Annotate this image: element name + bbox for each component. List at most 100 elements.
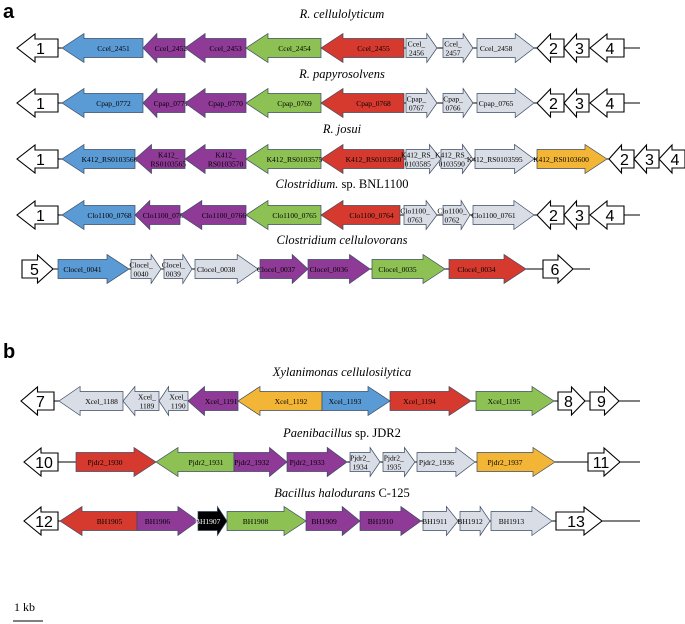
gene-arrow: Clo1100_0767 — [134, 199, 187, 231]
gene-arrow: Clocel_0038 — [194, 253, 259, 285]
gene-arrow: Pjdr2_1934 — [349, 446, 381, 478]
gene-arrow-shape — [403, 199, 438, 231]
gene-arrow-shape — [58, 385, 124, 417]
gene-arrow: K412_RS0103600 — [533, 143, 608, 175]
gene-arrow: Ccel_2452 — [142, 32, 188, 64]
gene-label: Xcel_1188 — [85, 397, 118, 406]
scale-bar-label: 1 kb — [14, 600, 35, 614]
gene-arrow: Clo1100_0762 — [437, 199, 471, 231]
flanking-arrow-shape — [589, 199, 625, 231]
organism-name-part: Clostridium cellulovorans — [277, 233, 408, 247]
flanking-arrow-shape — [542, 253, 574, 285]
gene-arrow: Cpap_0767 — [405, 87, 438, 119]
flanking-gene-arrow: 4 — [658, 143, 685, 175]
gene-label: Pjdr2_1930 — [87, 458, 122, 467]
organism-name: Xylanimonas cellulosilytica — [272, 365, 412, 379]
gene-arrow: Ccel_2456 — [405, 32, 438, 64]
gene-label-line: Xcel_ — [169, 393, 187, 402]
organism-name-part: R. josui — [322, 122, 362, 136]
flanking-arrow-shape — [563, 87, 590, 119]
gene-arrow-shape — [349, 446, 381, 478]
gene-arrow-shape — [440, 143, 474, 175]
gene-label: Ccel_2452 — [155, 44, 188, 53]
gene-label: Pjdr2_1937 — [487, 458, 522, 467]
gene-arrow: Pjdr2_1933 — [286, 446, 348, 478]
gene-arrow-shape — [382, 446, 416, 478]
gene-label: Cpap_0765 — [479, 99, 514, 108]
gene-label: Xcel_1193 — [329, 397, 362, 406]
gene-arrow-shape — [416, 446, 476, 478]
gene-label-line: Cpap_ — [407, 95, 427, 104]
gene-label: K412_RS0103575 — [267, 155, 323, 164]
gene-arrow-shape — [75, 446, 157, 478]
gene-arrow: Cpap_0771 — [142, 87, 189, 119]
gene-label-line: Cpap_ — [443, 95, 463, 104]
flanking-arrow-shape — [589, 87, 625, 119]
gene-arrow-shape — [233, 446, 288, 478]
gene-arrow: Pjdr2_1936 — [416, 446, 476, 478]
gene-label-line: Clo1100_ — [437, 207, 467, 216]
gene-label-line: 0040 — [134, 270, 149, 279]
gene-label-line: 0766 — [446, 104, 461, 113]
flanking-gene-arrow: 2 — [608, 143, 635, 175]
gene-label: Pjdr2_1931 — [188, 458, 223, 467]
gene-arrow-shape — [187, 385, 239, 417]
gene-arrow: K412_RS0103560 — [61, 143, 138, 175]
gene-label: Xcel_1195 — [488, 397, 521, 406]
flanking-arrow-shape — [633, 143, 660, 175]
gene-arrow: K412_RS_0103590 — [435, 143, 474, 175]
gene-arrow-shape — [320, 87, 405, 119]
gene-arrow: Clo1100_0766 — [179, 199, 247, 231]
gene-label: BH1910 — [368, 517, 394, 526]
gene-arrow: Clo1100_0764 — [320, 199, 401, 231]
gene-arrow: Xcel_1188 — [58, 385, 124, 417]
flanking-gene-number: 1 — [36, 96, 45, 113]
flanking-gene-number: 12 — [35, 514, 53, 531]
gene-arrow: BH1912 — [457, 505, 491, 537]
gene-label: Pjdr2_1933 — [290, 458, 325, 467]
gene-arrow-shape — [179, 199, 247, 231]
organism-name: R. cellulolyticum — [299, 7, 385, 21]
flanking-arrow-shape — [557, 385, 586, 417]
flanking-gene-number: 4 — [606, 208, 615, 225]
flanking-arrow-shape — [16, 199, 59, 231]
gene-arrow: Ccel_2458 — [476, 32, 535, 64]
gene-arrow: BH1906 — [136, 505, 199, 537]
gene-arrow-shape — [245, 199, 322, 231]
flanking-gene-arrow: 1 — [16, 32, 59, 64]
gene-arrow-shape — [405, 143, 442, 175]
gene-label: Pjdr2_1932 — [234, 458, 269, 467]
gene-label-line: Pjdr2_ — [350, 454, 370, 463]
flanking-gene-number: 10 — [35, 455, 53, 472]
gene-label: Cpap_0772 — [96, 99, 131, 108]
gene-label-line: 1935 — [386, 463, 401, 472]
gene-arrow-shape — [61, 143, 136, 175]
gene-arrow: Xcel_1191 — [187, 385, 239, 417]
flanking-arrow-shape — [536, 199, 565, 231]
gene-arrow: Pjdr2_1932 — [233, 446, 288, 478]
gene-arrow: Cpap_0766 — [442, 87, 474, 119]
flanking-gene-arrow: 11 — [587, 446, 621, 478]
flanking-gene-arrow: 8 — [557, 385, 586, 417]
gene-arrow-shape — [245, 87, 322, 119]
gene-label: BH1906 — [145, 517, 171, 526]
flanking-gene-number: 2 — [549, 41, 558, 58]
gene-label-line: 2457 — [446, 49, 461, 58]
gene-arrow-shape — [371, 253, 446, 285]
panel-label-a: a — [3, 1, 15, 23]
gene-label-line: K412_ — [158, 151, 179, 160]
flanking-gene-number: 3 — [575, 96, 584, 113]
flanking-gene-number: 2 — [620, 152, 629, 169]
gene-label: K412_RS0103580 — [346, 155, 402, 164]
gene-arrow: Clocel_0041 — [57, 253, 130, 285]
gene-label: Cpap_0771 — [154, 99, 189, 108]
flanking-gene-number: 2 — [549, 96, 558, 113]
gene-label-line: K412_ — [215, 151, 236, 160]
gene-arrow-shape — [305, 505, 361, 537]
gene-arrow-shape — [476, 87, 535, 119]
gene-label: Pjdr2_1936 — [419, 458, 454, 467]
